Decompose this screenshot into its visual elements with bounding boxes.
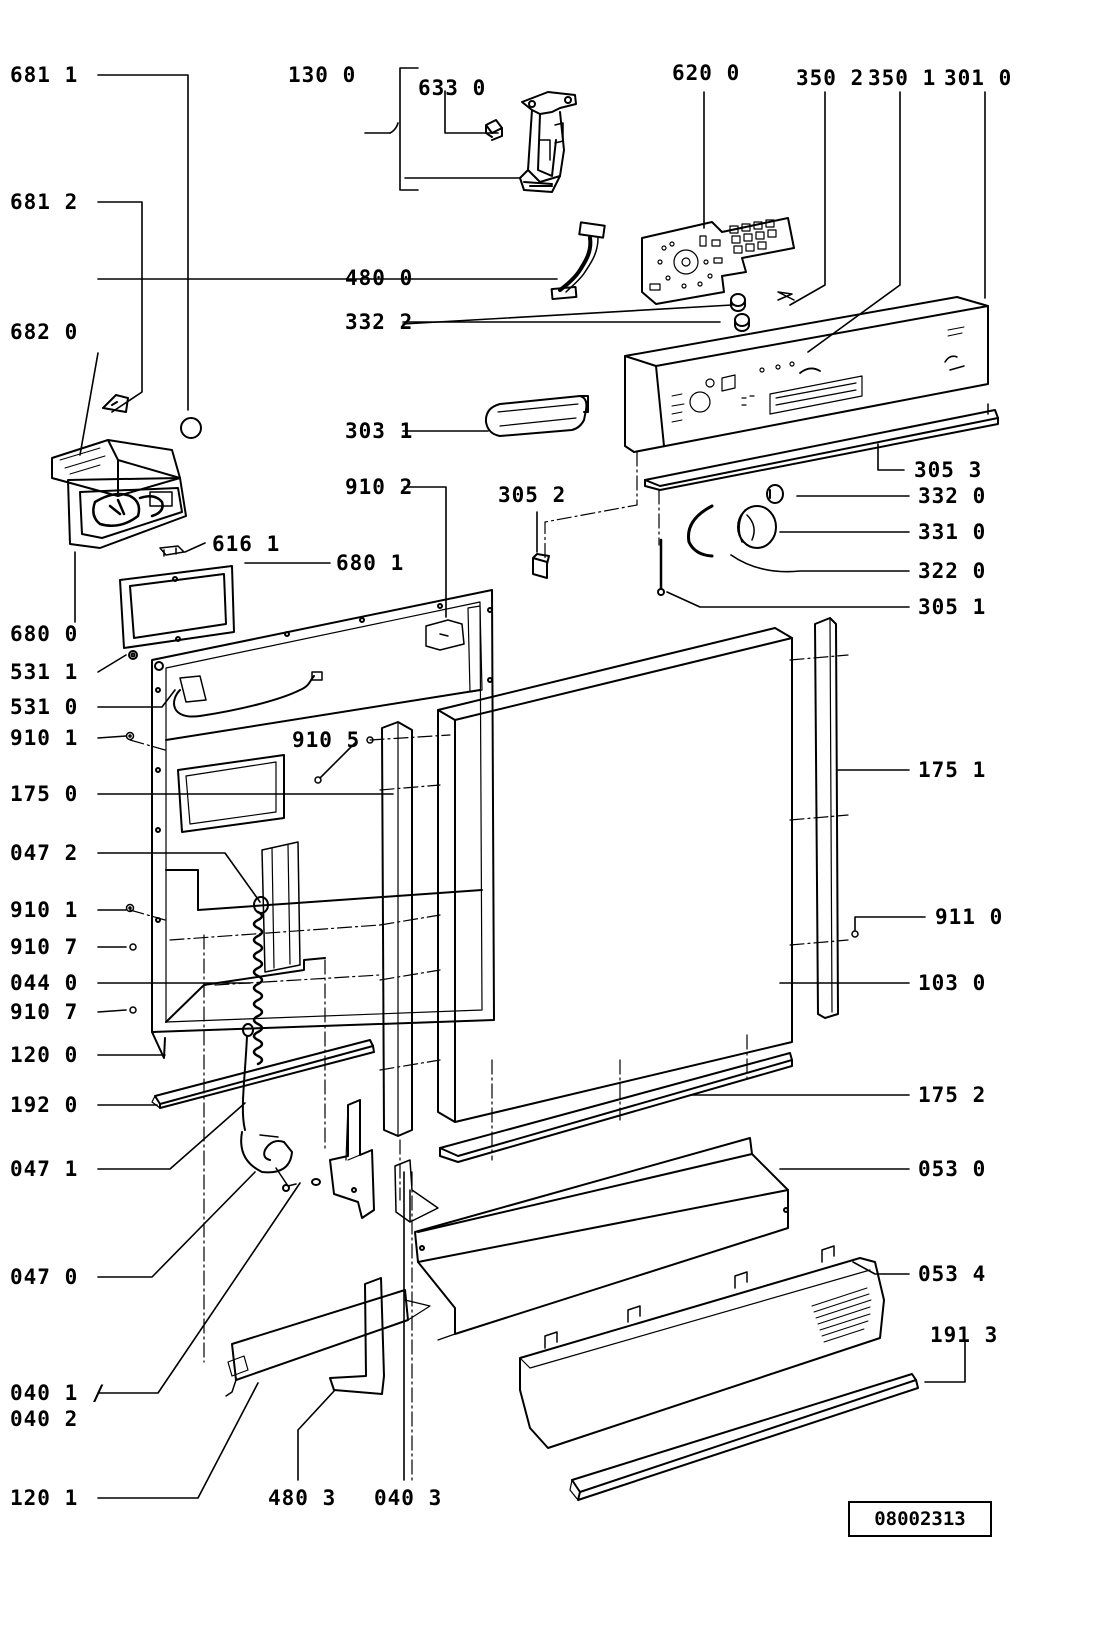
buttons-332-2 — [730, 293, 750, 332]
reference-number-box: 08002313 — [848, 1501, 992, 1537]
assembly-axis-lines — [129, 451, 849, 1481]
bracket-305-2 — [532, 553, 550, 579]
part-label: 616 1 — [212, 532, 281, 556]
part-label: 480 0 — [345, 266, 414, 290]
outer-door-panel — [437, 627, 793, 1123]
part-label: 620 0 — [672, 61, 741, 85]
part-label: 681 2 — [10, 190, 79, 214]
part-label: 040 3 — [374, 1486, 443, 1510]
part-label: 305 2 — [498, 483, 567, 507]
part-label: 331 0 — [918, 520, 987, 544]
part-label: 053 0 — [918, 1157, 987, 1181]
part-label: 682 0 — [10, 320, 79, 344]
hinge-bracket-040 — [311, 1099, 375, 1219]
part-label: 332 2 — [345, 310, 414, 334]
part-label: 681 1 — [10, 63, 79, 87]
part-label: 531 0 — [10, 695, 79, 719]
part-label: 192 0 — [10, 1093, 79, 1117]
part-label: 044 0 — [10, 971, 79, 995]
part-label: 910 2 — [345, 475, 414, 499]
toe-kick-053-0 — [414, 1137, 789, 1341]
part-label: 130 0 — [288, 63, 357, 87]
bottom-strip-192-0 — [151, 1039, 375, 1109]
side-strip-175-0 — [381, 721, 413, 1137]
part-label: 301 0 — [944, 66, 1013, 90]
round-cap-681-1 — [180, 417, 202, 439]
electronic-control-board — [641, 217, 795, 305]
kick-plate-053-4 — [519, 1245, 885, 1449]
wiring-harness — [550, 221, 606, 301]
trim-strip-191-3 — [569, 1373, 919, 1501]
screw-305-1 — [657, 538, 665, 596]
part-label: 531 1 — [10, 660, 79, 684]
part-label: 480 3 — [268, 1486, 337, 1510]
part-label: 911 0 — [935, 905, 1004, 929]
detergent-dispenser — [51, 439, 187, 549]
part-label: 047 1 — [10, 1157, 79, 1181]
part-label: 910 1 — [10, 898, 79, 922]
part-label: 910 5 — [292, 728, 361, 752]
trim-rail-305-3 — [644, 403, 999, 491]
bottom-rail-175-2 — [439, 1052, 793, 1163]
inner-door-panel — [151, 589, 495, 1059]
part-label: 040 1 / — [10, 1381, 106, 1405]
gasket-680-1 — [119, 565, 235, 649]
screws-910 — [125, 731, 859, 1014]
part-label: 305 1 — [918, 595, 987, 619]
clip-616-1 — [159, 545, 185, 557]
clip-681-2 — [102, 394, 129, 413]
part-label: 332 0 — [918, 484, 987, 508]
part-label: 175 2 — [918, 1083, 987, 1107]
bracket-910-2 — [425, 619, 465, 651]
door-latch-assembly — [485, 91, 577, 193]
part-label: 680 1 — [336, 551, 405, 575]
side-strip-175-1 — [814, 617, 839, 1019]
part-label: 350 2 — [796, 66, 865, 90]
part-label: 680 0 — [10, 622, 79, 646]
part-label: 303 1 — [345, 419, 414, 443]
leader-lines — [74, 67, 986, 1499]
knob-group — [686, 484, 784, 558]
part-label: 910 1 — [10, 726, 79, 750]
screw-531-1 — [128, 650, 138, 660]
lower-plate-120-1 — [225, 1289, 431, 1397]
part-label: 120 1 — [10, 1486, 79, 1510]
part-label: 910 7 — [10, 935, 79, 959]
part-label: 633 0 — [418, 76, 487, 100]
bracket-040-3 — [394, 1159, 439, 1223]
part-label: 350 1 — [868, 66, 937, 90]
control-panel — [624, 296, 989, 453]
part-label: 191 3 — [930, 1323, 999, 1347]
hinge-spring-assembly — [240, 896, 297, 1192]
bracket-480-3 — [329, 1277, 385, 1395]
part-label: 305 3 — [914, 458, 983, 482]
part-label: 047 2 — [10, 841, 79, 865]
part-label: 103 0 — [918, 971, 987, 995]
part-label: 322 0 — [918, 559, 987, 583]
part-label: 120 0 — [10, 1043, 79, 1067]
part-label: 053 4 — [918, 1262, 987, 1286]
part-label: 047 0 — [10, 1265, 79, 1289]
part-label: 175 0 — [10, 782, 79, 806]
part-label: 175 1 — [918, 758, 987, 782]
part-label: 910 7 — [10, 1000, 79, 1024]
handle-303-1 — [484, 395, 589, 437]
part-label: 040 2 — [10, 1407, 79, 1431]
spring-350-2 — [777, 291, 795, 301]
